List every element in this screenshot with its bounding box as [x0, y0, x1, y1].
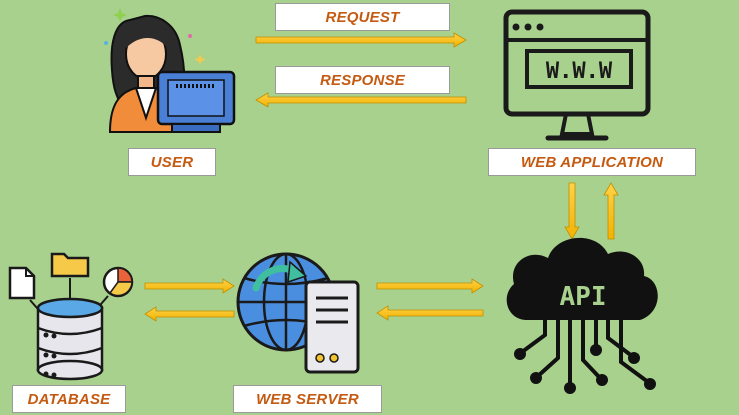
webserver-to-api-arrow: [376, 278, 484, 294]
web-application-label: WEB APPLICATION: [488, 148, 696, 176]
response-arrow: [255, 92, 467, 108]
database-to-webserver-arrow: [144, 278, 235, 294]
monitor-screen-text: W.W.W: [546, 59, 613, 84]
user-label: USER: [128, 148, 216, 176]
database-label: DATABASE: [12, 385, 126, 413]
web-server-label: WEB SERVER: [233, 385, 382, 413]
request-arrow: [255, 32, 467, 48]
api-text: API: [560, 282, 607, 312]
api-to-webserver-arrow: [376, 305, 484, 321]
request-label: REQUEST: [275, 3, 450, 31]
webapp-to-api-arrow: [564, 182, 580, 240]
api-to-webapp-arrow: [603, 182, 619, 240]
response-label: RESPONSE: [275, 66, 450, 94]
webserver-to-database-arrow: [144, 306, 235, 322]
